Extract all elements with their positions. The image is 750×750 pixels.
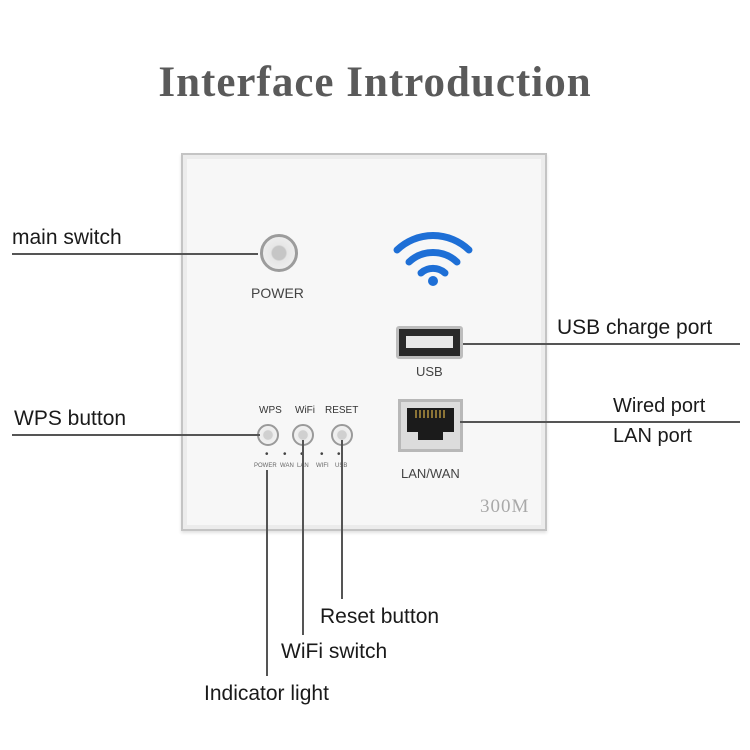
callout-lan-port: LAN port <box>613 425 692 447</box>
callout-main-switch: main switch <box>12 226 122 249</box>
indicator-dot-wifi: • <box>320 449 324 460</box>
leader-line-lan <box>460 421 740 423</box>
indicator-label-wifi: WIFI <box>316 463 329 469</box>
wps-button[interactable] <box>257 424 279 446</box>
power-label: POWER <box>251 285 304 301</box>
indicator-dot-wan: • <box>283 449 287 460</box>
reset-label: RESET <box>325 405 359 416</box>
callout-reset-button: Reset button <box>320 605 440 628</box>
leader-line-usb <box>463 343 740 345</box>
indicator-label-wan: WAN <box>280 463 294 469</box>
indicator-dot-usb: • <box>337 449 341 460</box>
indicator-dot-lan: • <box>300 449 304 460</box>
callout-usb-charge-port: USB charge port <box>557 316 713 339</box>
leader-line-wifi <box>302 440 304 635</box>
power-button[interactable] <box>260 234 298 272</box>
leader-line-wps <box>12 434 260 436</box>
leader-line-main-switch <box>12 253 258 255</box>
callout-wired-port: Wired port <box>613 395 706 417</box>
indicator-dot-power: • <box>265 449 269 460</box>
indicator-label-power: POWER <box>254 463 277 469</box>
lan-wan-label: LAN/WAN <box>401 466 460 481</box>
model-label: 300M <box>480 496 530 517</box>
wall-panel <box>181 153 547 531</box>
leader-line-indicator <box>266 470 268 676</box>
callout-indicator-light: Indicator light <box>204 682 329 705</box>
leader-line-reset <box>341 440 343 599</box>
usb-label: USB <box>416 364 443 379</box>
wifi-label: WiFi <box>295 405 315 416</box>
lan-wan-port[interactable] <box>398 399 463 452</box>
callout-wps-button: WPS button <box>14 407 127 430</box>
wifi-icon <box>393 232 473 286</box>
diagram-title: Interface Introduction <box>158 59 592 106</box>
usb-port[interactable] <box>396 326 463 359</box>
callout-wifi-switch: WiFi switch <box>281 640 388 663</box>
wps-label: WPS <box>259 405 282 416</box>
